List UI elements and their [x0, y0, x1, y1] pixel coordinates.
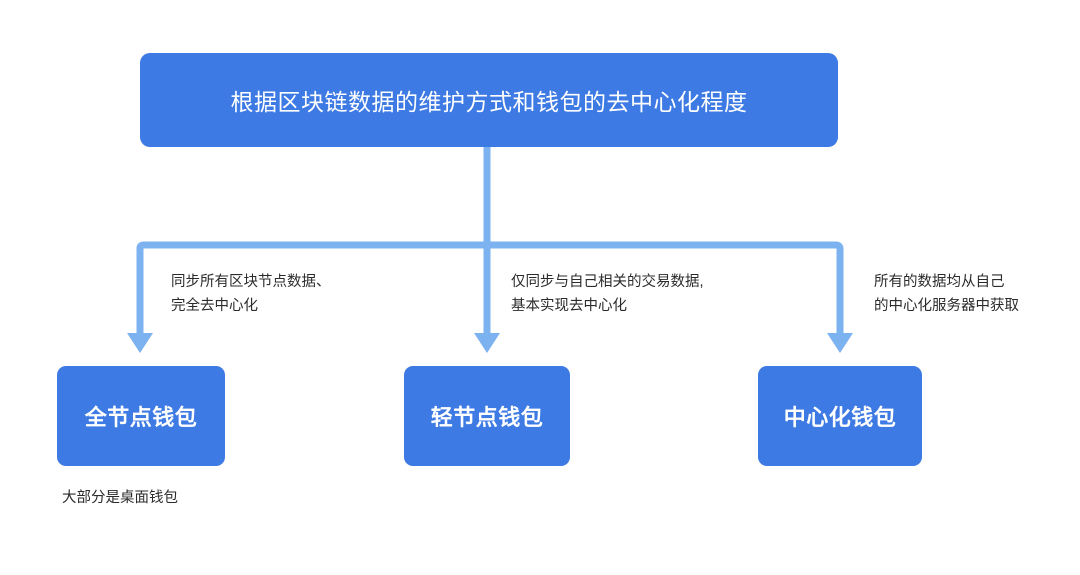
- edge-label-centralized: 所有的数据均从自己 的中心化服务器中获取: [874, 274, 1019, 314]
- footnote-full-node-wallet: 大部分是桌面钱包: [62, 490, 178, 506]
- node-light-node-wallet[interactable]: 轻节点钱包: [404, 366, 570, 466]
- node-centralized-wallet[interactable]: 中心化钱包: [758, 366, 922, 466]
- arrowhead-middle: [474, 333, 500, 353]
- edge-label-light-node: 仅同步与自己相关的交易数据, 基本实现去中心化: [511, 274, 704, 314]
- node-full-node-wallet[interactable]: 全节点钱包: [57, 366, 225, 466]
- node-root[interactable]: 根据区块链数据的维护方式和钱包的去中心化程度: [140, 53, 838, 147]
- connector-bus: [136, 241, 844, 253]
- arrowhead-left: [127, 333, 153, 353]
- edge-label-full-node: 同步所有区块节点数据、 完全去中心化: [171, 274, 331, 314]
- arrowhead-right: [827, 333, 853, 353]
